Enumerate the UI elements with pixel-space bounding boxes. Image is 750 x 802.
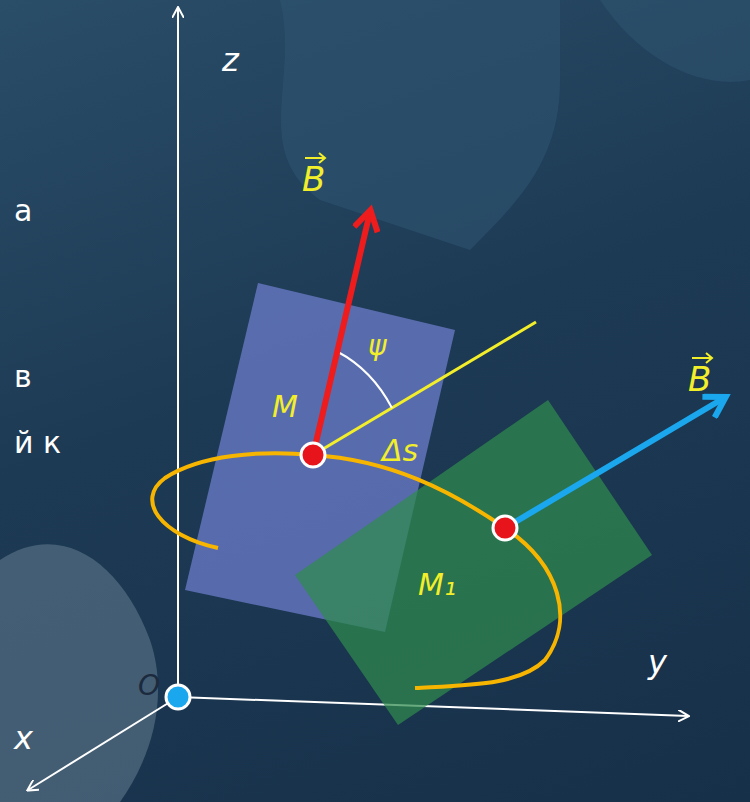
angle-arc — [338, 352, 392, 408]
bg-shape — [280, 0, 560, 250]
origin-label: O — [138, 672, 160, 700]
binormal-vector — [505, 398, 724, 528]
cut-off-text: й к — [14, 428, 61, 458]
bg-shape — [600, 0, 750, 82]
axis-label: z — [222, 44, 239, 76]
point-marker — [493, 516, 517, 540]
point-label: M — [272, 392, 298, 422]
vector-label: B — [302, 162, 325, 196]
space-curve — [152, 453, 560, 688]
point-marker — [301, 443, 325, 467]
cut-off-text: в — [14, 362, 32, 392]
axis-label: x — [14, 722, 33, 754]
cut-off-text: а — [14, 196, 32, 226]
normal-plane — [295, 400, 652, 725]
point-label: M₁ — [418, 570, 456, 600]
bg-shape — [0, 544, 158, 802]
origin-marker — [166, 685, 190, 709]
vector-label: B — [688, 362, 711, 396]
x-axis — [28, 697, 178, 790]
binormal-vector — [313, 212, 370, 455]
z-axis — [177, 8, 179, 697]
axis-label: y — [648, 646, 667, 678]
arc-length-label: Δs — [382, 436, 418, 466]
angle-label: ψ — [368, 332, 386, 360]
tangent-line — [313, 322, 536, 455]
